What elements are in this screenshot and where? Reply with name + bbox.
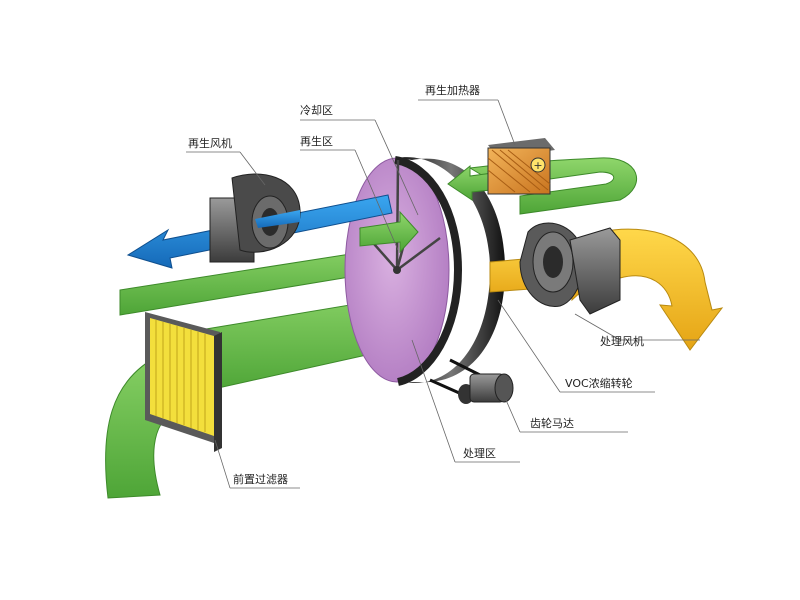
regen-heater: + bbox=[487, 138, 555, 195]
pre-filter bbox=[145, 312, 222, 452]
leader-regen-zone-d bbox=[354, 149, 399, 251]
label-pre-filter: 前置过滤器 bbox=[233, 473, 288, 486]
process-outlet-duct bbox=[599, 228, 724, 351]
leader-regen-heater-v bbox=[497, 99, 516, 146]
label-process-fan: 处理风机 bbox=[600, 335, 644, 348]
gear-motor bbox=[458, 373, 514, 404]
plus-icon bbox=[530, 157, 546, 173]
leader-gear-motor bbox=[505, 399, 521, 433]
label-regen-heater: 再生加热器 bbox=[425, 84, 480, 97]
label-cooling-zone: 冷却区 bbox=[300, 104, 333, 117]
label-regen-fan: 再生风机 bbox=[188, 137, 232, 150]
leader-process-fan bbox=[574, 313, 621, 341]
label-voc-rotor: VOC浓缩转轮 bbox=[565, 377, 633, 390]
zone-divider bbox=[396, 236, 441, 272]
leader-process-zone bbox=[411, 339, 456, 463]
regen-exhaust-arrow-front bbox=[255, 210, 300, 228]
svg-text:+: + bbox=[533, 159, 542, 172]
label-gear-motor: 齿轮马达 bbox=[530, 417, 574, 430]
rotor-hub bbox=[393, 266, 401, 274]
leader-pre-filter bbox=[214, 439, 231, 489]
leader-voc-rotor bbox=[497, 299, 561, 393]
zone-divider bbox=[395, 159, 400, 271]
leader-cooling-zone-d bbox=[374, 119, 419, 216]
label-process-zone: 处理区 bbox=[463, 447, 496, 460]
regen-fan bbox=[209, 173, 301, 263]
leader-regen-fan-d bbox=[239, 151, 266, 186]
label-regen-zone: 再生区 bbox=[300, 135, 333, 148]
process-fan bbox=[519, 222, 621, 315]
regen-inlet-arrow bbox=[359, 210, 419, 254]
